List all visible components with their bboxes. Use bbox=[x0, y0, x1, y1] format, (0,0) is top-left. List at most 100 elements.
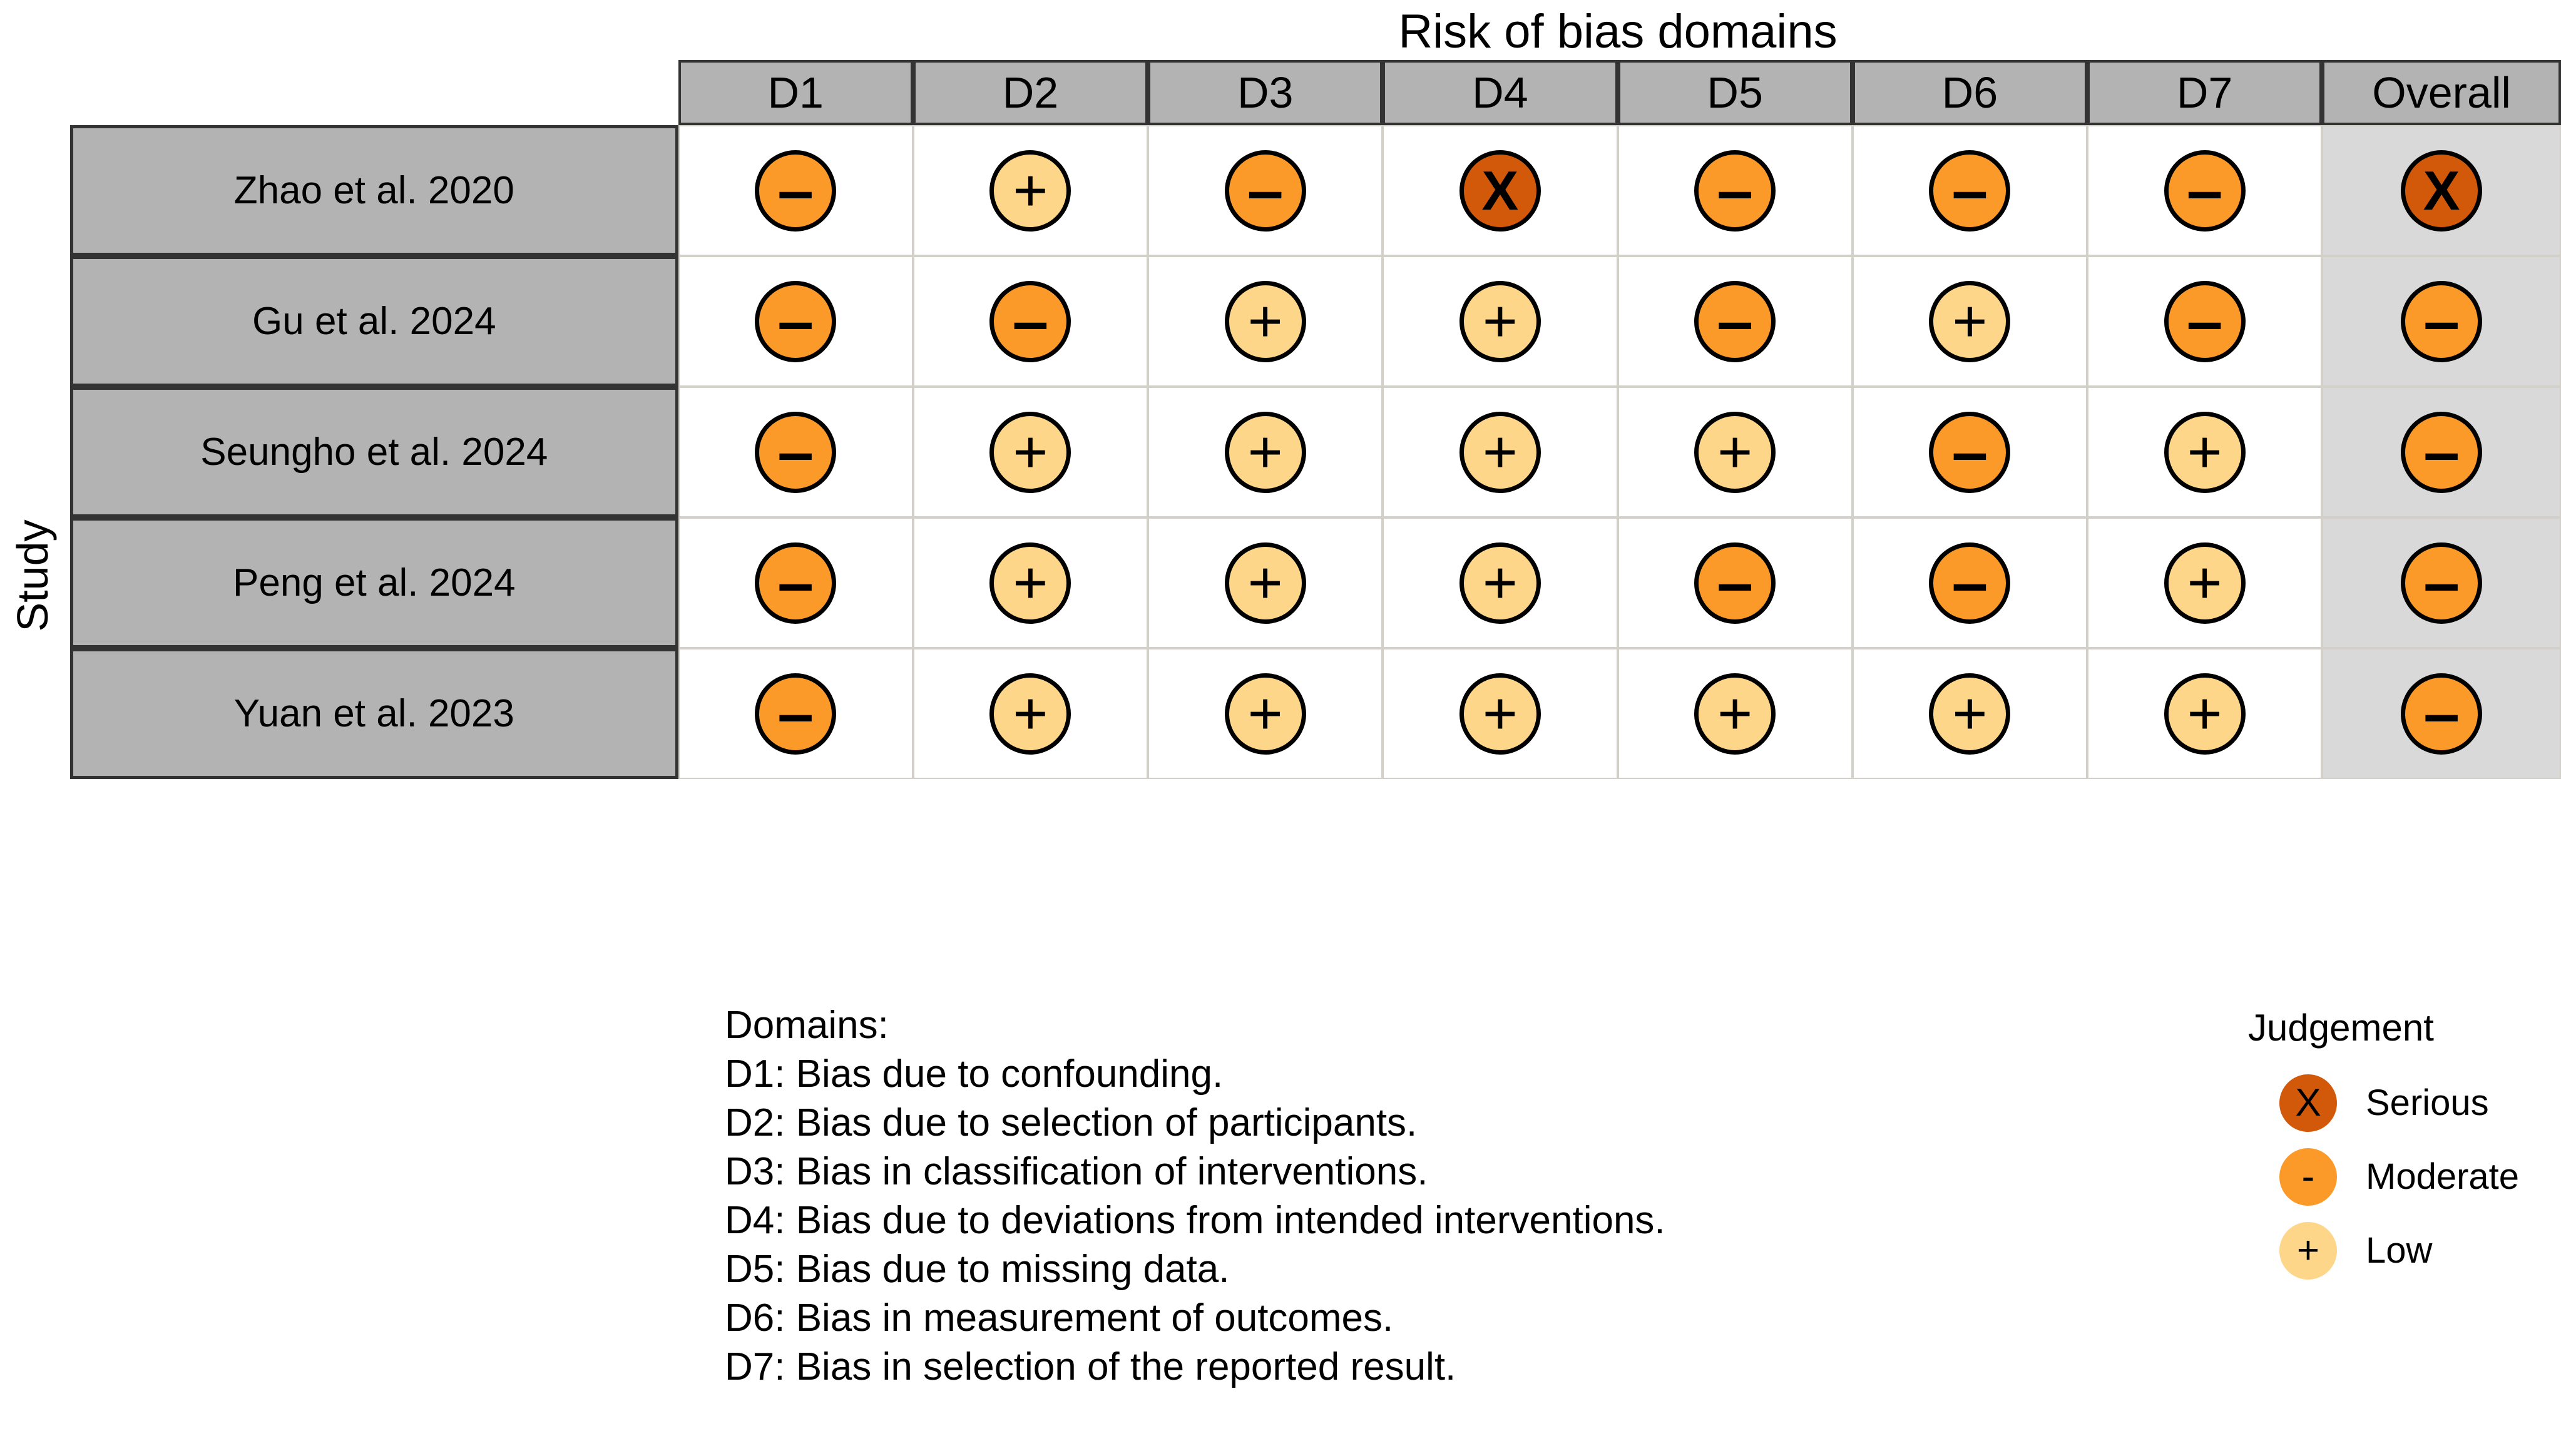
judgement-cell-d7[interactable]: + bbox=[2087, 648, 2323, 779]
judgement-glyph: X bbox=[2423, 159, 2460, 221]
judgement-cell-overall[interactable]: – bbox=[2322, 387, 2561, 517]
judgement-cell-d4[interactable]: + bbox=[1383, 517, 1618, 648]
judgement-cell-d5[interactable]: – bbox=[1617, 125, 1853, 256]
domains-caption-heading: Domains: bbox=[725, 1004, 889, 1047]
judgement-low-icon: + bbox=[1929, 280, 2011, 362]
judgement-cell-d3[interactable]: + bbox=[1148, 517, 1383, 648]
judgement-moderate-icon: – bbox=[755, 411, 837, 493]
study-label-cell: Gu et al. 2024 bbox=[70, 256, 678, 387]
judgement-glyph: + bbox=[1482, 680, 1518, 747]
column-header-d6: D6 bbox=[1852, 60, 2087, 125]
legend-glyph: + bbox=[2296, 1229, 2320, 1272]
judgement-cell-d1[interactable]: – bbox=[678, 648, 913, 779]
judgement-cell-d1[interactable]: – bbox=[678, 387, 913, 517]
judgement-low-icon: + bbox=[989, 411, 1071, 493]
judgement-cell-d1[interactable]: – bbox=[678, 517, 913, 648]
judgement-cell-d4[interactable]: + bbox=[1383, 648, 1618, 779]
domain-definition-d4: D4: Bias due to deviations from intended… bbox=[725, 1199, 1665, 1242]
study-label-cell: Zhao et al. 2020 bbox=[70, 125, 678, 256]
judgement-glyph: – bbox=[1951, 415, 1988, 489]
legend-glyph: X bbox=[2295, 1081, 2321, 1124]
judgement-low-icon: + bbox=[989, 673, 1071, 755]
judgement-cell-d5[interactable]: + bbox=[1617, 648, 1853, 779]
judgement-cell-d7[interactable]: – bbox=[2087, 256, 2323, 387]
legend-item-low: +Low bbox=[2248, 1214, 2519, 1288]
judgement-cell-overall[interactable]: – bbox=[2322, 648, 2561, 779]
header-blank-corner bbox=[70, 60, 678, 125]
judgement-glyph: + bbox=[2187, 549, 2222, 616]
study-label-cell: Seungho et al. 2024 bbox=[70, 387, 678, 517]
judgement-cell-d6[interactable]: + bbox=[1852, 256, 2087, 387]
judgement-moderate-icon: – bbox=[2401, 280, 2483, 362]
judgement-cell-d3[interactable]: + bbox=[1148, 387, 1383, 517]
legend-label: Moderate bbox=[2366, 1156, 2520, 1197]
judgement-glyph: – bbox=[1717, 546, 1754, 619]
judgement-cell-d6[interactable]: – bbox=[1852, 387, 2087, 517]
judgement-moderate-icon: – bbox=[2164, 150, 2246, 232]
legend-moderate-icon: - bbox=[2279, 1148, 2337, 1206]
judgement-cell-d2[interactable]: + bbox=[912, 648, 1148, 779]
judgement-cell-d6[interactable]: + bbox=[1852, 648, 2087, 779]
judgement-moderate-icon: – bbox=[1694, 280, 1776, 362]
judgement-glyph: + bbox=[1247, 680, 1283, 747]
judgement-moderate-icon: – bbox=[2401, 411, 2483, 493]
judgement-moderate-icon: – bbox=[2164, 280, 2246, 362]
judgement-cell-overall[interactable]: – bbox=[2322, 517, 2561, 648]
judgement-cell-d7[interactable]: + bbox=[2087, 387, 2323, 517]
judgement-low-icon: + bbox=[1459, 280, 1541, 362]
column-header-d1: D1 bbox=[678, 60, 913, 125]
table-row: Peng et al. 2024–+++––+– bbox=[70, 517, 2561, 648]
table-row: Seungho et al. 2024–++++–+– bbox=[70, 387, 2561, 517]
domains-caption: Domains: D1: Bias due to confounding. D2… bbox=[725, 1001, 1665, 1392]
judgement-cell-d6[interactable]: – bbox=[1852, 517, 2087, 648]
judgement-low-icon: + bbox=[1224, 542, 1306, 624]
judgement-cell-overall[interactable]: X bbox=[2322, 125, 2561, 256]
judgement-glyph: – bbox=[777, 285, 814, 358]
judgement-serious-icon: X bbox=[1459, 150, 1541, 232]
judgement-glyph: – bbox=[2423, 546, 2460, 619]
domain-definition-d5: D5: Bias due to missing data. bbox=[725, 1248, 1230, 1291]
judgement-glyph: – bbox=[777, 546, 814, 619]
judgement-low-icon: + bbox=[2164, 542, 2246, 624]
judgement-low-icon: + bbox=[1224, 280, 1306, 362]
judgement-cell-d1[interactable]: – bbox=[678, 256, 913, 387]
judgement-cell-overall[interactable]: – bbox=[2322, 256, 2561, 387]
judgement-glyph: – bbox=[1717, 154, 1754, 227]
judgement-cell-d4[interactable]: X bbox=[1383, 125, 1618, 256]
judgement-cell-d3[interactable]: + bbox=[1148, 256, 1383, 387]
judgement-cell-d2[interactable]: – bbox=[912, 256, 1148, 387]
judgement-moderate-icon: – bbox=[755, 673, 837, 755]
judgement-low-icon: + bbox=[1459, 673, 1541, 755]
judgement-moderate-icon: – bbox=[1694, 150, 1776, 232]
judgement-cell-d2[interactable]: + bbox=[912, 517, 1148, 648]
judgement-cell-d2[interactable]: + bbox=[912, 387, 1148, 517]
judgement-cell-d5[interactable]: – bbox=[1617, 517, 1853, 648]
judgement-cell-d5[interactable]: – bbox=[1617, 256, 1853, 387]
judgement-cell-d4[interactable]: + bbox=[1383, 256, 1618, 387]
judgement-cell-d4[interactable]: + bbox=[1383, 387, 1618, 517]
judgement-low-icon: + bbox=[989, 542, 1071, 624]
judgement-cell-d7[interactable]: – bbox=[2087, 125, 2323, 256]
judgement-glyph: – bbox=[1247, 154, 1284, 227]
legend-glyph: - bbox=[2301, 1155, 2315, 1198]
judgement-glyph: + bbox=[1717, 418, 1753, 486]
judgement-glyph: + bbox=[1717, 680, 1753, 747]
judgement-cell-d6[interactable]: – bbox=[1852, 125, 2087, 256]
judgement-cell-d7[interactable]: + bbox=[2087, 517, 2323, 648]
judgement-cell-d5[interactable]: + bbox=[1617, 387, 1853, 517]
judgement-glyph: – bbox=[2423, 285, 2460, 358]
judgement-glyph: – bbox=[777, 415, 814, 489]
judgement-cell-d2[interactable]: + bbox=[912, 125, 1148, 256]
legend-serious-icon: X bbox=[2279, 1074, 2337, 1132]
judgement-low-icon: + bbox=[2164, 411, 2246, 493]
legend-low-icon: + bbox=[2279, 1222, 2337, 1280]
judgement-moderate-icon: – bbox=[2401, 673, 2483, 755]
judgement-cell-d3[interactable]: – bbox=[1148, 125, 1383, 256]
judgement-glyph: + bbox=[1013, 680, 1048, 747]
judgement-low-icon: + bbox=[1929, 673, 2011, 755]
domain-definition-d2: D2: Bias due to selection of participant… bbox=[725, 1101, 1418, 1144]
judgement-cell-d3[interactable]: + bbox=[1148, 648, 1383, 779]
column-header-d7: D7 bbox=[2087, 60, 2323, 125]
judgement-cell-d1[interactable]: – bbox=[678, 125, 913, 256]
